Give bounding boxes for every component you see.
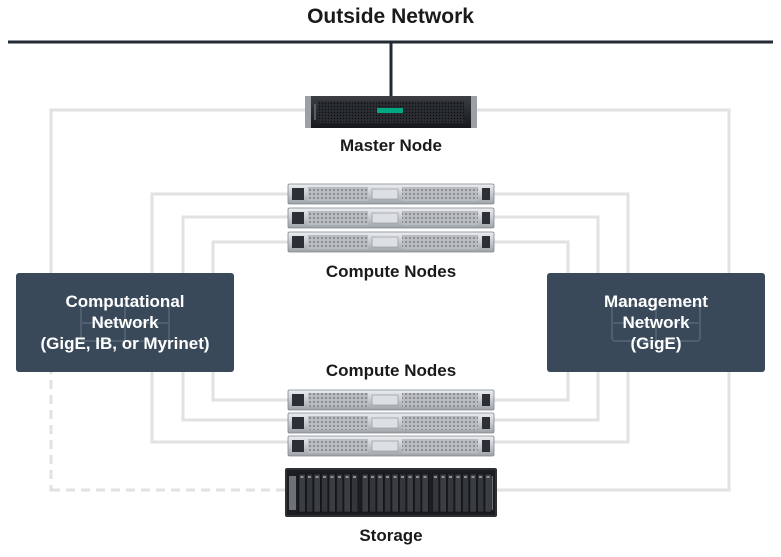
compute-node-bottom-3 (287, 435, 495, 457)
drive-bay (361, 473, 369, 513)
drive-bay (432, 473, 440, 513)
drive-bay (384, 473, 392, 513)
drive-bay (328, 473, 336, 513)
drive-led (423, 476, 427, 478)
drive-bay (469, 473, 477, 513)
drive-bay (484, 473, 492, 513)
drive-led (486, 476, 490, 478)
drive-led (371, 476, 374, 478)
storage-array (285, 468, 497, 517)
compute-node-top-2 (287, 207, 495, 229)
drive-bay (343, 473, 351, 513)
drive-led (449, 476, 452, 478)
drive-led (441, 476, 445, 478)
drive-bay (439, 473, 447, 513)
drive-bay (447, 473, 455, 513)
management-network-line1: Management (604, 292, 708, 311)
storage-label: Storage (359, 526, 423, 545)
drive-led (315, 476, 319, 478)
outside-network-title: Outside Network (307, 5, 474, 28)
drive-led (471, 476, 475, 478)
drive-led (456, 476, 460, 478)
master-node-label: Master Node (339, 136, 443, 155)
compute-nodes-top-label: Compute Nodes (325, 262, 457, 281)
drive-bay (306, 473, 314, 513)
drive-led (363, 476, 367, 478)
computational-network-line3: (GigE, IB, or Myrinet) (40, 334, 210, 353)
drive-led (338, 476, 341, 478)
drive-led (393, 476, 397, 478)
compute-node-top-3 (287, 231, 495, 253)
drive-led (330, 476, 334, 478)
drive-led (408, 476, 412, 478)
master-node-server (305, 96, 477, 128)
drive-led (416, 476, 419, 478)
drive-bay (391, 473, 399, 513)
drive-led (323, 476, 326, 478)
computational-network-line2: Network (91, 313, 159, 332)
drive-led (464, 476, 467, 478)
drive-bay (369, 473, 377, 513)
drive-led (386, 476, 389, 478)
drive-bay (462, 473, 470, 513)
computational-network-box: Computational Network (GigE, IB, or Myri… (16, 273, 234, 372)
drive-led (479, 476, 482, 478)
network-switch-icon (80, 303, 170, 342)
drive-led (308, 476, 311, 478)
drive-bay (298, 473, 306, 513)
drive-led (401, 476, 404, 478)
drive-bay (454, 473, 462, 513)
drive-bay (313, 473, 321, 513)
compute-node-bottom-2 (287, 412, 495, 434)
drive-bay (477, 473, 485, 513)
drive-bay (406, 473, 414, 513)
drive-bay (336, 473, 344, 513)
drive-bay (414, 473, 422, 513)
compute-nodes-bottom-label: Compute Nodes (325, 361, 457, 380)
management-network-line3: (GigE) (630, 334, 682, 353)
computational-network-line1: Computational (65, 292, 185, 311)
drive-led (434, 476, 437, 478)
network-switch-icon (610, 303, 701, 342)
compute-node-top-1 (287, 183, 495, 205)
management-network-box: Management Network (GigE) (547, 273, 765, 372)
drive-led (378, 476, 382, 478)
drive-led (353, 476, 356, 478)
management-network-line2: Network (622, 313, 690, 332)
drive-bay (399, 473, 407, 513)
drive-bay (321, 473, 329, 513)
compute-node-bottom-1 (287, 389, 495, 411)
drive-led (345, 476, 349, 478)
drive-bay (351, 473, 359, 513)
drive-bay (376, 473, 384, 513)
drive-led (300, 476, 304, 478)
drive-bay (421, 473, 429, 513)
